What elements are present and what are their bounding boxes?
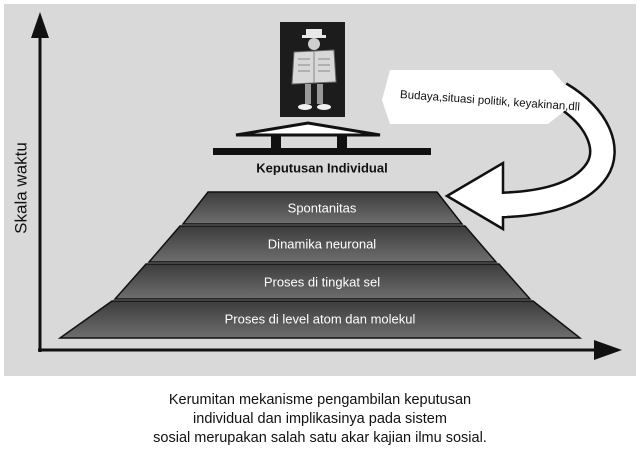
x-axis-arrowhead [594, 340, 622, 360]
person-reading-newspaper-icon [280, 22, 345, 117]
layer-label: Dinamika neuronal [268, 236, 377, 251]
upward-arrow [235, 121, 381, 137]
caption-line: Kerumitan mekanisme pengambilan keputusa… [168, 392, 472, 408]
caption: Kerumitan mekanisme pengambilan keputusa… [60, 391, 580, 448]
y-axis-arrowhead [31, 12, 49, 38]
layer-label: Proses di tingkat sel [264, 274, 380, 289]
platform-leg-right [337, 134, 347, 150]
decision-platform [213, 121, 431, 155]
curved-feedback-arrow [382, 70, 616, 232]
layer-label: Spontanitas [288, 200, 357, 215]
caption-line: sosial merupakan salah satu akar kajian … [153, 430, 487, 446]
pyramid: Spontanitas Dinamika neuronal Proses di … [57, 191, 583, 339]
layer-label: Proses di level atom dan molekul [225, 311, 416, 326]
pyramid-layer-atom-molecule: Proses di level atom dan molekul [57, 300, 583, 339]
platform-leg-left [271, 134, 281, 150]
pyramid-layer-cell: Proses di tingkat sel [113, 263, 532, 300]
platform-bar [213, 148, 431, 155]
caption-line: individual dan implikasinya pada sistem [193, 411, 447, 427]
pyramid-layer-neuronal: Dinamika neuronal [147, 225, 498, 263]
time-axis [31, 12, 622, 360]
pyramid-layer-spontanitas: Spontanitas [181, 191, 464, 225]
y-axis-label: Skala waktu [11, 142, 30, 234]
decision-label: Keputusan Individual [256, 160, 387, 175]
